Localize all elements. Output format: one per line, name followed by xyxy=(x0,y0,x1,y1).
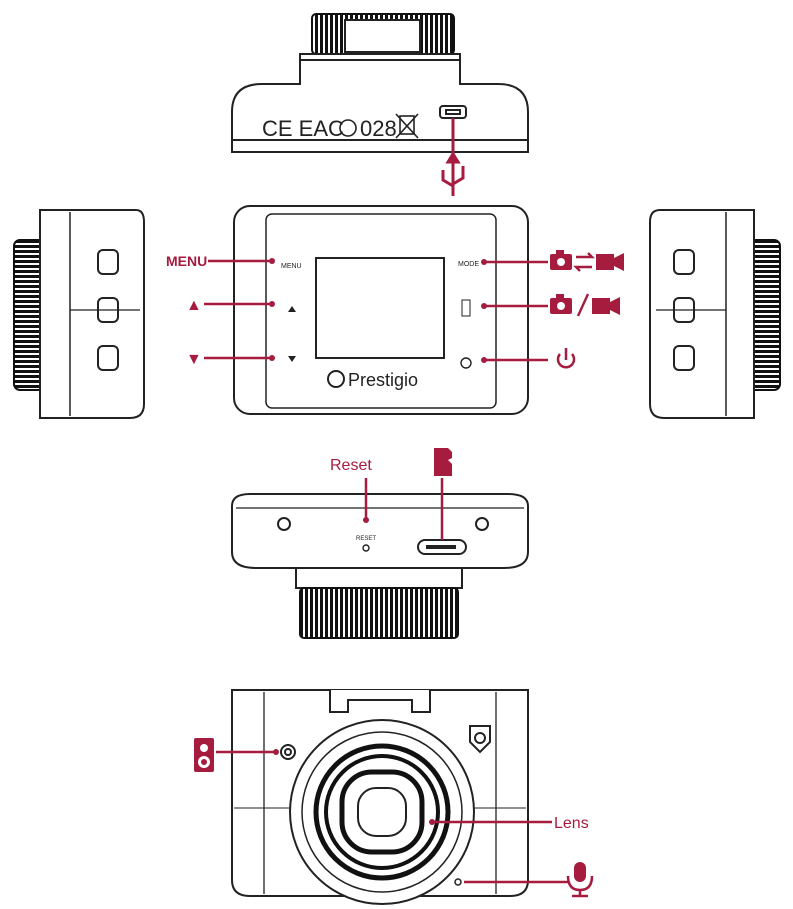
cert-marks: CE EAC xyxy=(262,116,344,141)
down-label: ▼ xyxy=(186,351,202,368)
right-side-button-1 xyxy=(673,249,695,275)
bottom-screw-left xyxy=(277,517,291,531)
down-leader-dot xyxy=(269,355,275,361)
rear-view xyxy=(231,689,529,905)
settings-gear-icon xyxy=(280,744,296,760)
down-small-icon xyxy=(288,356,296,362)
rear-mount-bracket xyxy=(329,690,431,713)
bottom-body xyxy=(231,493,529,569)
left-side-button-3 xyxy=(97,345,119,371)
microphone-hole xyxy=(454,878,462,886)
mode-small-label: MODE xyxy=(458,261,479,268)
photo-video-switch-icon xyxy=(550,250,624,272)
weee-bin-icon xyxy=(395,113,419,139)
lcd-screen xyxy=(315,257,445,359)
lens-element xyxy=(339,769,425,855)
menu-small-label: MENU xyxy=(281,263,302,270)
menu-leader-dot xyxy=(269,258,275,264)
lens-label: Lens xyxy=(554,815,589,832)
power-small-icon xyxy=(460,357,472,369)
top-mount-center xyxy=(344,19,421,53)
left-side-body xyxy=(39,209,145,419)
reset-leader-dot xyxy=(363,517,369,523)
photo-or-video-icon xyxy=(550,293,620,317)
microsd-card-icon xyxy=(434,448,452,476)
right-side-body xyxy=(649,209,755,419)
eco-mark-icon xyxy=(339,119,357,137)
cert-code: 028 xyxy=(360,116,397,141)
usb-symbol-icon xyxy=(441,151,465,196)
ok-small-icon xyxy=(461,299,471,317)
left-side-view xyxy=(13,209,145,419)
bottom-view: RESET xyxy=(231,493,529,639)
front-bezel xyxy=(265,213,497,409)
power-icon xyxy=(556,348,576,369)
lens-ring-4 xyxy=(324,754,440,870)
usb-port-inner xyxy=(445,109,461,115)
brand-emblem-icon xyxy=(469,725,491,754)
up-label: ▲ xyxy=(186,297,202,314)
microphone-icon xyxy=(566,862,594,898)
right-side-button-3 xyxy=(673,345,695,371)
brand-name: Prestigio xyxy=(348,370,418,390)
brand-logo-icon xyxy=(327,370,345,388)
up-leader-dot xyxy=(269,301,275,307)
left-side-button-1 xyxy=(97,249,119,275)
reset-small-label: RESET xyxy=(356,536,376,542)
left-side-button-2 xyxy=(97,297,119,323)
reset-hole xyxy=(362,544,370,552)
right-side-view xyxy=(649,209,781,419)
menu-label: MENU xyxy=(166,253,207,269)
up-small-icon xyxy=(288,306,296,312)
front-view: MENU MODE Prestigio xyxy=(233,205,529,415)
reset-label: Reset xyxy=(330,457,372,474)
microsd-slot-inner xyxy=(426,545,456,549)
lens-glass xyxy=(357,787,407,837)
bottom-knurled-mount xyxy=(299,587,459,639)
lens-ring-3 xyxy=(313,743,451,881)
lens-ring-2 xyxy=(301,731,463,893)
bottom-mount-neck xyxy=(295,567,463,589)
right-side-button-2 xyxy=(673,297,695,323)
speaker-icon xyxy=(194,738,214,772)
bottom-screw-right xyxy=(475,517,489,531)
speaker-leader-dot xyxy=(273,749,279,755)
